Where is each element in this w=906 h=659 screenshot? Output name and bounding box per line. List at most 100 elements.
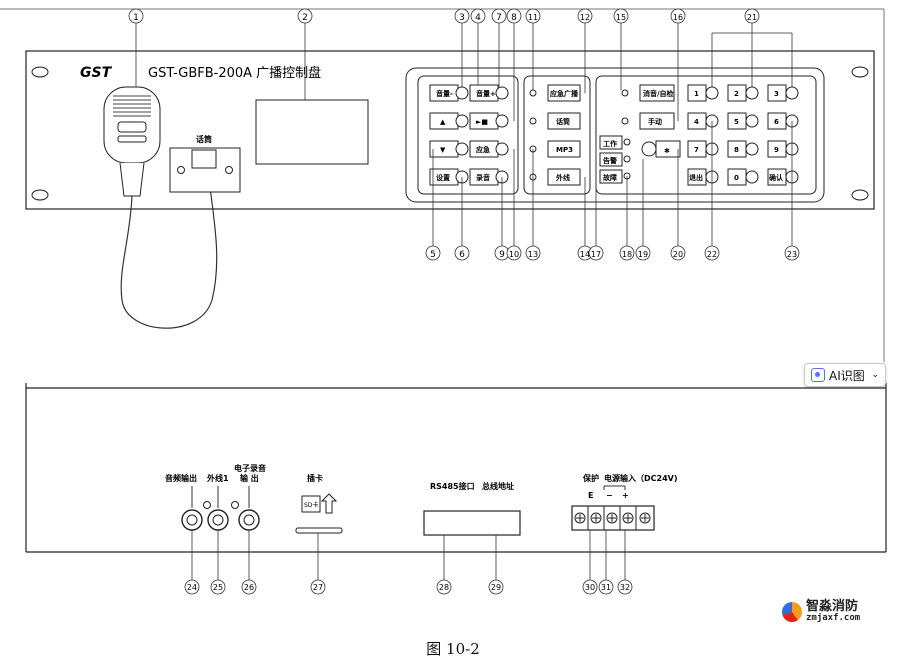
svg-text:应急: 应急 bbox=[476, 145, 490, 154]
silence-selftest-button[interactable] bbox=[639, 84, 675, 102]
watermark-name: 智淼消防 bbox=[806, 599, 859, 614]
callout-4: 4 bbox=[475, 13, 481, 23]
callout-13: 13 bbox=[528, 250, 538, 259]
svg-text:1: 1 bbox=[694, 90, 699, 98]
svg-text:SD卡: SD卡 bbox=[304, 501, 318, 509]
rear-leader-lines bbox=[191, 530, 626, 580]
callout-30: 30 bbox=[585, 583, 595, 592]
callout-28: 28 bbox=[439, 583, 449, 592]
protect-label: 保护 bbox=[582, 473, 599, 483]
star-button[interactable] bbox=[655, 140, 681, 158]
svg-text:消音/自检: 消音/自检 bbox=[643, 89, 674, 98]
e-record-connector[interactable] bbox=[238, 509, 260, 531]
callout-25: 25 bbox=[213, 583, 223, 592]
svg-text:6: 6 bbox=[774, 118, 779, 126]
ai-recognize-button[interactable]: AI识图 ⌄ bbox=[804, 363, 886, 387]
left-buttons: 音量- 音量+ ▲ ►■ ▼ 应急 设置 录音 bbox=[429, 84, 509, 186]
power-input-label: 电源输入（DC24V) bbox=[604, 473, 678, 483]
callout-6: 6 bbox=[459, 250, 465, 260]
bus-address-label: 总线地址 bbox=[482, 481, 514, 491]
callout-1: 1 bbox=[133, 13, 139, 23]
callout-32: 32 bbox=[620, 583, 630, 592]
callout-11: 11 bbox=[528, 13, 538, 22]
svg-text:话筒: 话筒 bbox=[556, 117, 570, 126]
callout-14: 14 bbox=[580, 250, 590, 259]
svg-text:3: 3 bbox=[774, 90, 779, 98]
fault-indicator bbox=[599, 169, 623, 184]
work-indicator bbox=[599, 135, 623, 150]
microphone bbox=[103, 86, 218, 329]
front-leader-lines bbox=[135, 22, 793, 246]
callout-7: 7 bbox=[496, 13, 502, 23]
manual-button[interactable] bbox=[639, 112, 675, 130]
svg-text:▼: ▼ bbox=[440, 146, 446, 154]
svg-text:工作: 工作 bbox=[603, 139, 617, 148]
callout-23: 23 bbox=[787, 250, 797, 259]
brand-logo: GST bbox=[80, 65, 113, 81]
status-block: 消音/自检 手动 工作 告警 故障 ✱ bbox=[599, 84, 681, 184]
callout-26: 26 bbox=[244, 583, 254, 592]
svg-text:设置: 设置 bbox=[436, 173, 450, 182]
svg-text:7: 7 bbox=[694, 146, 699, 154]
callout-10: 10 bbox=[509, 250, 519, 259]
earth-label: E bbox=[588, 491, 593, 500]
mp3-button[interactable] bbox=[547, 140, 581, 158]
svg-text:8: 8 bbox=[734, 146, 739, 154]
sd-card-slot[interactable] bbox=[295, 527, 343, 534]
callout-12: 12 bbox=[580, 13, 590, 22]
svg-text:故障: 故障 bbox=[603, 173, 617, 182]
callout-19: 19 bbox=[638, 250, 648, 259]
minus-label: − bbox=[606, 491, 613, 500]
svg-text:外线: 外线 bbox=[556, 173, 570, 182]
e-record-out-label: 输 出 bbox=[240, 473, 259, 483]
svg-text:应急广播: 应急广播 bbox=[550, 89, 579, 98]
line-in-1-label: 外线1 bbox=[207, 473, 229, 483]
line-in-1-connector[interactable] bbox=[207, 509, 229, 531]
e-record-label: 电子录音 bbox=[234, 463, 266, 473]
svg-text:2: 2 bbox=[734, 90, 739, 98]
figure-caption: 图 10-2 bbox=[426, 640, 480, 658]
ai-scan-icon bbox=[811, 368, 825, 382]
svg-text:音量+: 音量+ bbox=[476, 89, 496, 98]
callout-18: 18 bbox=[622, 250, 632, 259]
svg-text:✱: ✱ bbox=[664, 147, 670, 155]
callout-31: 31 bbox=[601, 583, 611, 592]
rear-panel: 音频输出 外线1 电子录音 输 出 插卡 SD卡 RS485接口 总线地址 保护… bbox=[25, 383, 887, 553]
svg-text:音量-: 音量- bbox=[436, 89, 453, 98]
svg-text:手动: 手动 bbox=[648, 117, 662, 126]
svg-text:确认: 确认 bbox=[769, 173, 784, 182]
svg-text:▲: ▲ bbox=[440, 118, 446, 126]
callout-21: 21 bbox=[747, 13, 757, 22]
sd-card-icon bbox=[301, 495, 321, 513]
callout-5: 5 bbox=[430, 250, 436, 260]
emergency-broadcast-button[interactable] bbox=[547, 84, 581, 102]
callout-8: 8 bbox=[511, 13, 517, 23]
model-title: GST-GBFB-200A 广播控制盘 bbox=[148, 65, 321, 81]
callout-27: 27 bbox=[313, 583, 323, 592]
audio-out-label: 音频输出 bbox=[165, 473, 197, 483]
line-in-button[interactable] bbox=[547, 168, 581, 186]
display-window bbox=[255, 99, 369, 165]
chevron-down-icon: ⌄ bbox=[871, 370, 879, 380]
source-buttons: 应急广播 话筒 MP3 外线 bbox=[529, 84, 581, 186]
sd-slot-label: 插卡 bbox=[307, 473, 323, 483]
svg-text:MP3: MP3 bbox=[556, 146, 573, 154]
svg-text:告警: 告警 bbox=[603, 156, 617, 165]
svg-text:4: 4 bbox=[694, 118, 699, 126]
terminal-block[interactable] bbox=[571, 505, 655, 531]
audio-out-connector[interactable] bbox=[181, 509, 203, 531]
svg-text:►■: ►■ bbox=[476, 118, 488, 126]
svg-text:退出: 退出 bbox=[689, 173, 703, 182]
ai-recognize-label: AI识图 bbox=[829, 368, 865, 383]
svg-text:录音: 录音 bbox=[476, 173, 490, 182]
callout-20: 20 bbox=[673, 250, 683, 259]
rs485-bus-connector[interactable] bbox=[423, 510, 521, 536]
front-callouts bbox=[128, 8, 800, 261]
flame-logo-icon bbox=[782, 601, 802, 622]
callout-9: 9 bbox=[499, 250, 505, 260]
mic-source-button[interactable] bbox=[547, 112, 581, 130]
callout-17: 17 bbox=[591, 250, 601, 259]
callout-24: 24 bbox=[187, 583, 197, 592]
watermark-logo: 智淼消防 zmjaxf.com bbox=[782, 600, 860, 623]
